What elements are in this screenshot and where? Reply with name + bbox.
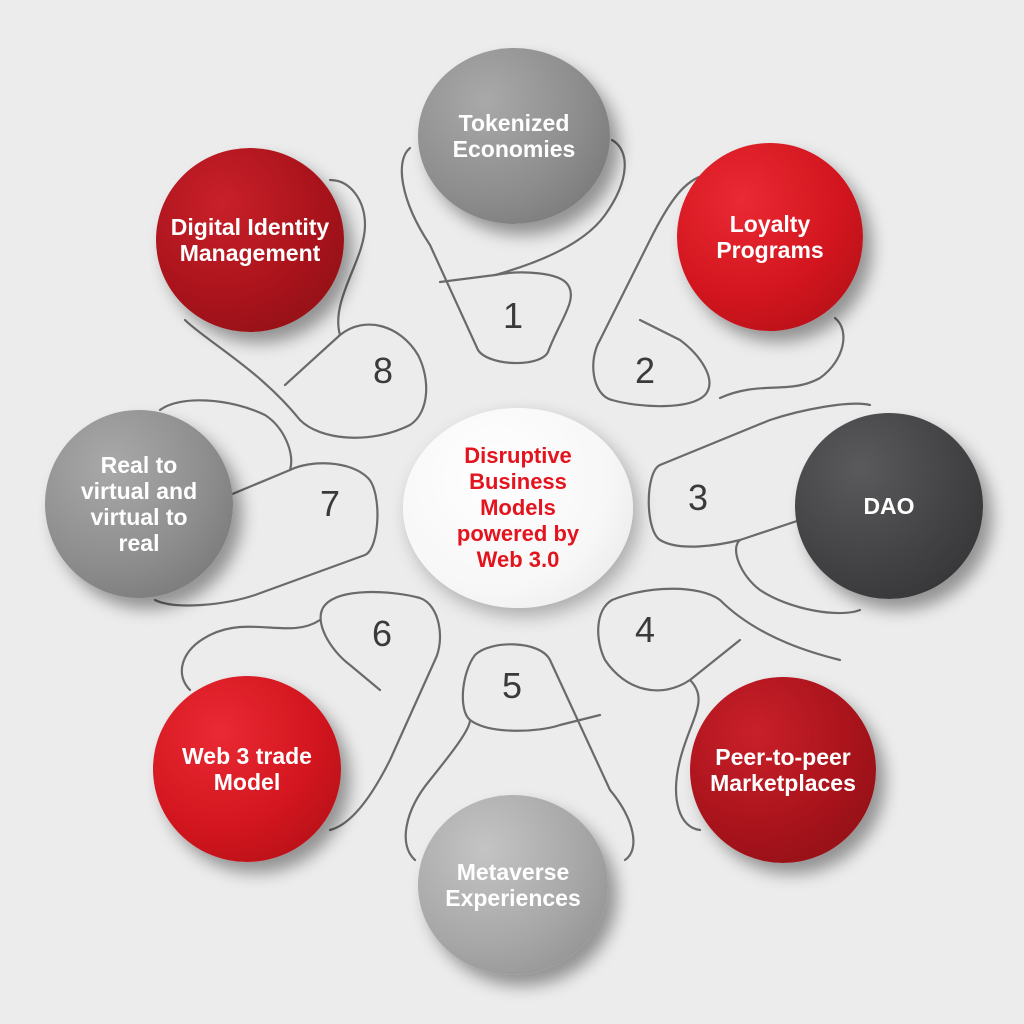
node-digital-identity-management: Digital Identity Management	[156, 148, 344, 332]
node-label: Loyalty Programs	[716, 211, 824, 263]
node-real-to-virtual: Real to virtual and virtual to real	[45, 410, 233, 598]
petal-6-tail	[180, 618, 322, 692]
node-label: DAO	[863, 493, 915, 519]
petal-8-outline	[183, 318, 428, 439]
petal-7-tail	[158, 399, 293, 472]
node-metaverse-experiences: Metaverse Experiences	[418, 795, 608, 975]
node-peer-to-peer-marketplaces: Peer-to-peer Marketplaces	[690, 677, 876, 863]
petal-4-tail	[675, 678, 702, 832]
step-number-1: 1	[502, 295, 524, 336]
node-loyalty-programs: Loyalty Programs	[677, 143, 863, 331]
petal-2-outline	[592, 173, 711, 408]
node-tokenized-economies: Tokenized Economies	[418, 48, 610, 224]
center-label: Disruptive Business Models powered by We…	[456, 443, 580, 572]
center-hub: Disruptive Business Models powered by We…	[403, 408, 633, 608]
step-number-5: 5	[501, 665, 523, 706]
petal-5-outline	[461, 643, 635, 862]
step-number-6: 6	[371, 613, 393, 654]
node-label: Metaverse Experiences	[445, 859, 581, 911]
petal-2-tail	[718, 316, 845, 400]
petal-1-tail	[493, 138, 626, 277]
petal-6-outline	[319, 590, 442, 832]
petal-8-tail	[328, 178, 367, 337]
step-number-4: 4	[634, 609, 656, 650]
node-label: Real to virtual and virtual to real	[80, 452, 198, 556]
node-label: Digital Identity Management	[170, 214, 330, 266]
petal-4-outline	[597, 587, 842, 692]
petal-3-tail	[735, 538, 862, 615]
petal-5-tail	[404, 718, 472, 862]
petal-1-outline	[400, 146, 572, 365]
step-number-2: 2	[634, 350, 656, 391]
step-number-7: 7	[319, 483, 341, 524]
node-label: Tokenized Economies	[452, 110, 576, 162]
node-label: Peer-to-peer Marketplaces	[710, 744, 856, 796]
node-dao: DAO	[795, 413, 983, 599]
node-label: Web 3 trade Model	[182, 743, 312, 795]
node-web3-trade-model: Web 3 trade Model	[153, 676, 341, 862]
petal-7-outline	[153, 462, 379, 607]
step-number-8: 8	[372, 350, 394, 391]
step-number-3: 3	[687, 477, 709, 518]
petal-3-outline	[647, 402, 872, 548]
